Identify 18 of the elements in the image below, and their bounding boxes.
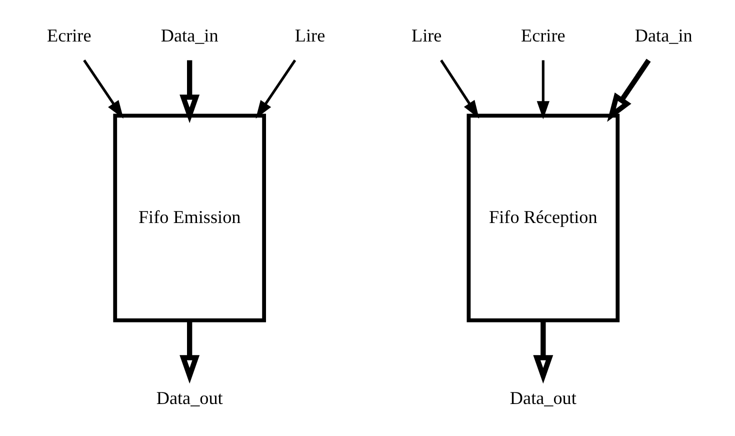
arrow: [179, 60, 200, 124]
arrow: [532, 320, 553, 384]
node-text: Ecrire: [46, 25, 91, 46]
node-text: Data_out: [156, 388, 222, 408]
node-text: Ecrire: [520, 25, 565, 46]
arrow: [536, 60, 550, 120]
arrow: [82, 60, 123, 119]
node-text: Data_in: [160, 25, 218, 46]
node-text: Lire: [294, 25, 325, 46]
arrow: [606, 58, 650, 122]
node-text: Data_out: [509, 388, 576, 408]
node-box: Fifo Réception: [466, 114, 620, 322]
arrow: [179, 320, 200, 384]
node-text: Data_in: [634, 25, 692, 46]
node-text: Lire: [411, 25, 442, 46]
arrow: [440, 60, 479, 119]
node-box: Fifo Emission: [112, 114, 266, 322]
arrow: [255, 60, 296, 119]
